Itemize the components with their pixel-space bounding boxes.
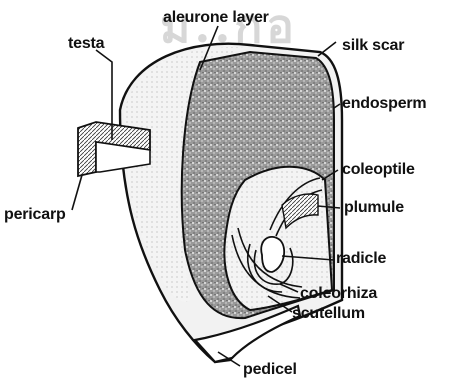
leader-silk-scar: [318, 42, 336, 56]
leader-pericarp: [72, 175, 82, 210]
label-radicle: radicle: [336, 251, 386, 267]
label-endosperm: endosperm: [342, 96, 426, 112]
label-pedicel: pedicel: [243, 362, 297, 378]
label-testa: testa: [68, 36, 104, 52]
label-scutellum: scutellum: [292, 306, 365, 322]
label-coleoptile: coleoptile: [342, 162, 415, 178]
label-silk-scar: silk scar: [342, 38, 404, 54]
label-pericarp: pericarp: [4, 207, 66, 223]
label-coleorhiza: coleorhiza: [300, 286, 377, 302]
label-aleurone-layer: aleurone layer: [163, 10, 269, 26]
label-plumule: plumule: [344, 200, 404, 216]
